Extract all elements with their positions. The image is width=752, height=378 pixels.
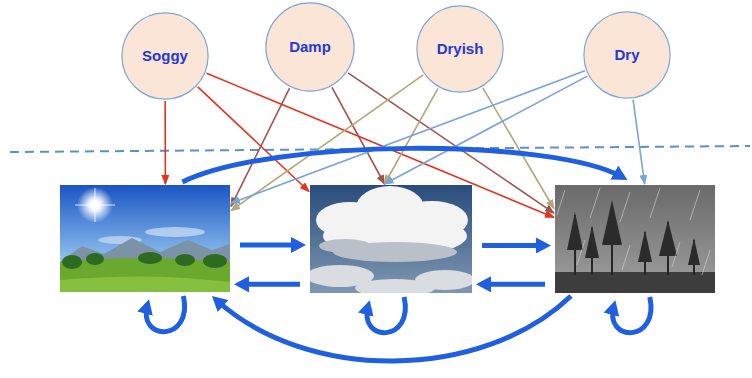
emission-arrow xyxy=(385,76,588,184)
emission-arrow xyxy=(164,101,166,184)
observation-circle: Damp xyxy=(265,2,355,92)
emission-arrow xyxy=(332,87,385,184)
state-label: Soggy xyxy=(142,48,188,65)
transition-arrow xyxy=(240,282,300,287)
emission-arrow xyxy=(231,71,585,203)
state-label: Dryish xyxy=(437,41,484,58)
transition-arrow xyxy=(367,297,405,333)
weather-state-image xyxy=(310,185,472,293)
observation-circle: Soggy xyxy=(121,12,209,100)
circle-shape xyxy=(122,13,208,99)
state-label: Damp xyxy=(289,39,331,56)
rainy-picture xyxy=(555,185,715,293)
weather-state-image xyxy=(555,185,715,293)
observation-circle: Dry xyxy=(583,11,671,99)
weather-state-image xyxy=(60,185,230,292)
transition-arrow xyxy=(482,243,545,248)
sunny-picture xyxy=(60,185,230,292)
transition-arrow xyxy=(182,148,622,182)
circle-shape xyxy=(584,12,670,98)
circle-shape xyxy=(417,6,503,92)
transition-arrow xyxy=(240,242,300,247)
transition-arrow xyxy=(482,282,545,287)
emission-arrow xyxy=(207,73,554,217)
cloudy-picture xyxy=(310,185,472,293)
transition-arrow xyxy=(146,296,184,332)
emission-arrow xyxy=(198,87,309,192)
transition-arrow xyxy=(216,296,571,361)
emission-arrow xyxy=(231,88,290,206)
circle-shape xyxy=(266,3,354,91)
emission-arrow xyxy=(633,100,645,184)
transition-arrow xyxy=(613,297,651,333)
state-label: Dry xyxy=(614,47,639,64)
observation-circle: Dryish xyxy=(416,5,504,93)
emission-arrow xyxy=(483,88,554,209)
